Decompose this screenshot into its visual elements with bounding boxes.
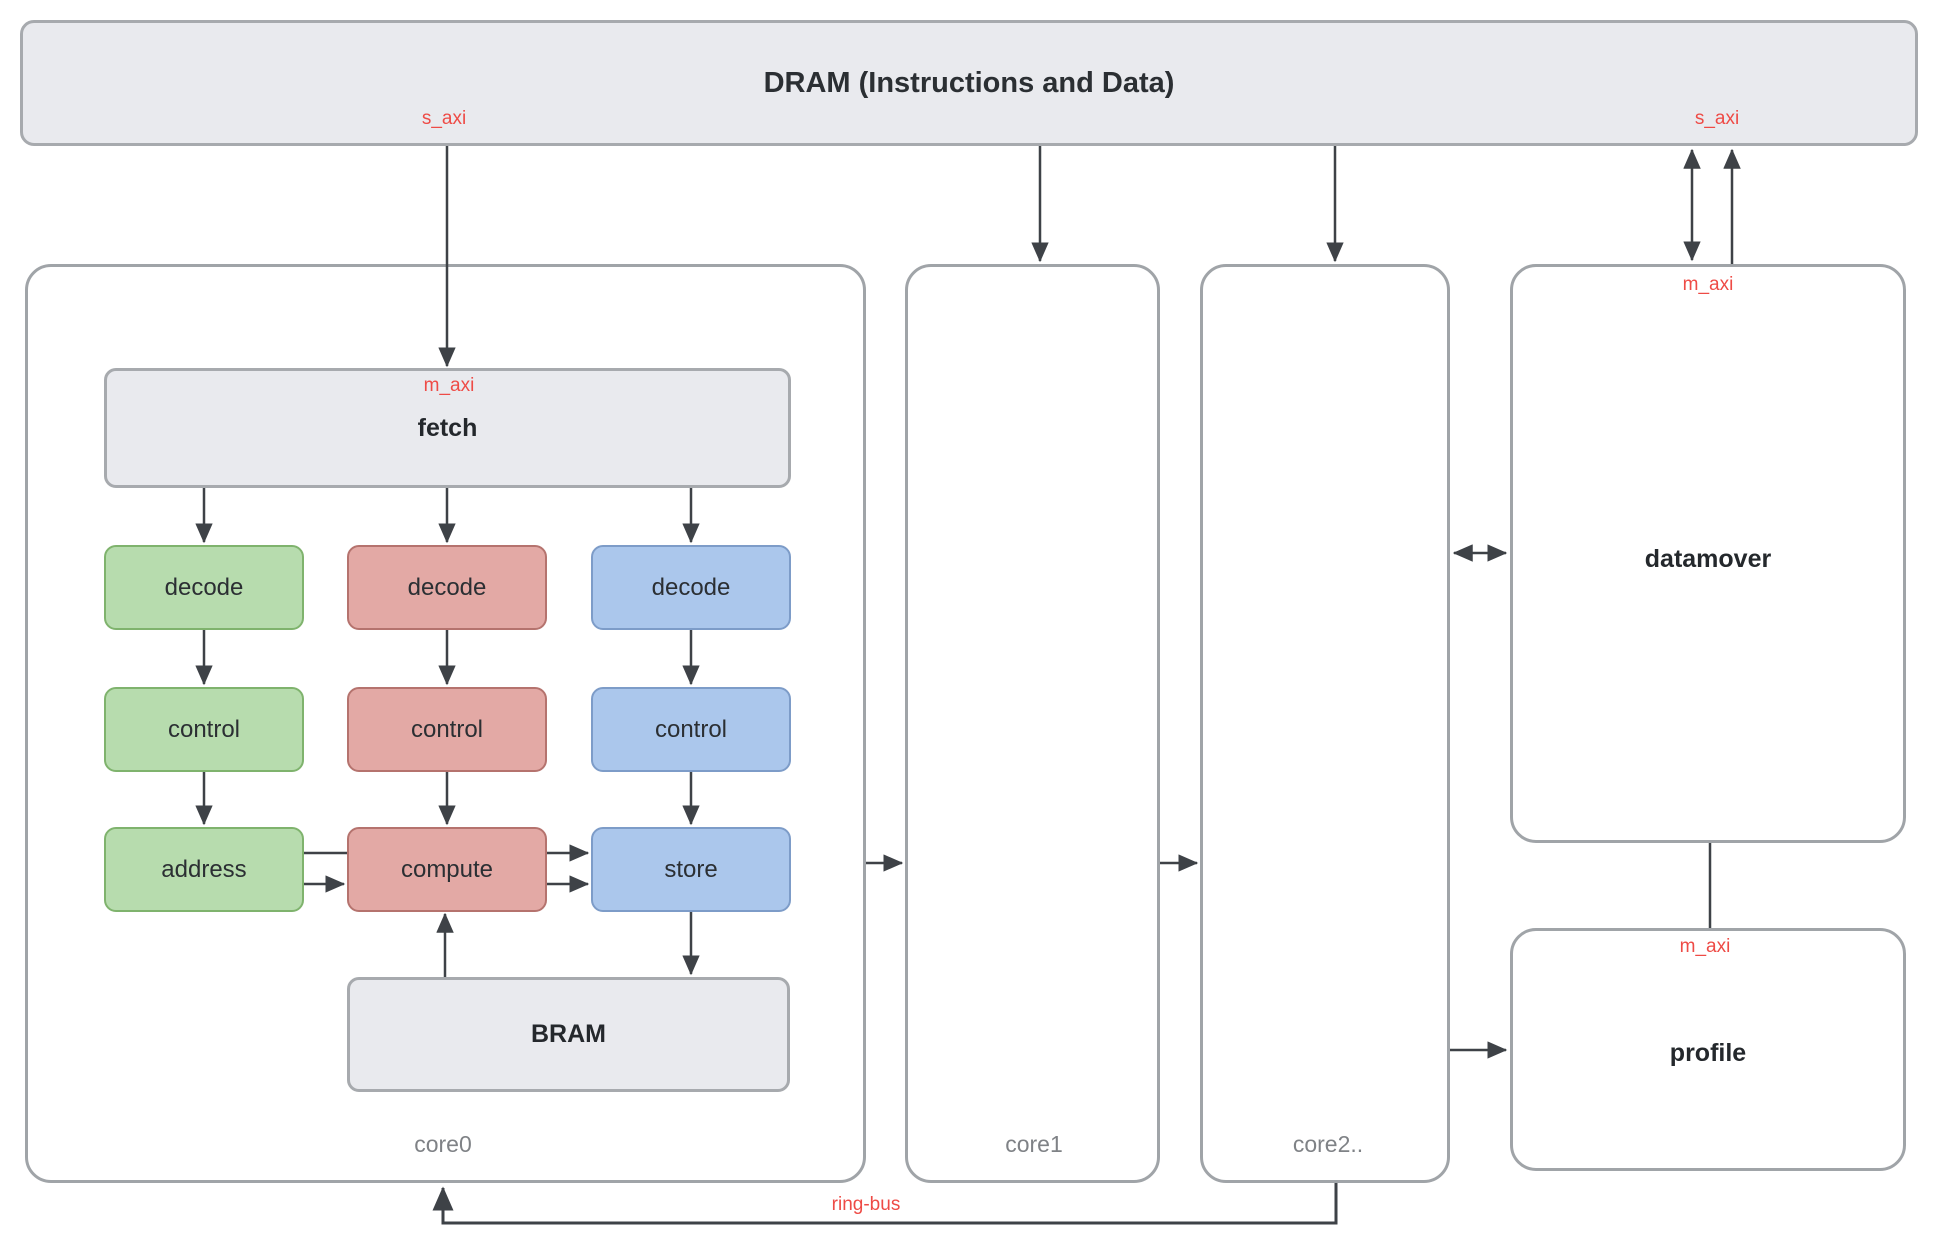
stage-store-decode: decode	[591, 545, 791, 630]
stage-compute-compute: compute	[347, 827, 547, 912]
dram-port-s-axi-right: s_axi	[1694, 108, 1740, 129]
bram-label: BRAM	[531, 1020, 606, 1048]
fetch-block: fetch	[104, 368, 791, 488]
stage-load-control: control	[104, 687, 304, 772]
datamover-block: datamover	[1510, 264, 1906, 843]
core2-block	[1200, 264, 1450, 1183]
bram-block: BRAM	[347, 977, 790, 1092]
datamover-label: datamover	[1644, 545, 1772, 573]
ring-bus-label: ring-bus	[831, 1194, 901, 1215]
stage-compute-decode: decode	[347, 545, 547, 630]
core2-label: core2..	[1292, 1131, 1364, 1157]
dram-title: DRAM (Instructions and Data)	[763, 66, 1175, 99]
core1-label: core1	[1005, 1131, 1063, 1157]
stage-load-address: address	[104, 827, 304, 912]
profile-label: profile	[1669, 1039, 1747, 1067]
core1-block	[905, 264, 1160, 1183]
profile-port-m-axi: m_axi	[1679, 936, 1731, 957]
stage-store-control: control	[591, 687, 791, 772]
stage-store-store: store	[591, 827, 791, 912]
stage-load-decode: decode	[104, 545, 304, 630]
fetch-port-m-axi: m_axi	[423, 375, 475, 396]
fetch-label: fetch	[417, 413, 478, 442]
stage-compute-control: control	[347, 687, 547, 772]
core0-label: core0	[414, 1131, 472, 1157]
profile-block: profile	[1510, 928, 1906, 1171]
datamover-port-m-axi: m_axi	[1682, 274, 1734, 295]
dram-block: DRAM (Instructions and Data)	[20, 20, 1918, 146]
dram-port-s-axi-left: s_axi	[421, 108, 467, 129]
